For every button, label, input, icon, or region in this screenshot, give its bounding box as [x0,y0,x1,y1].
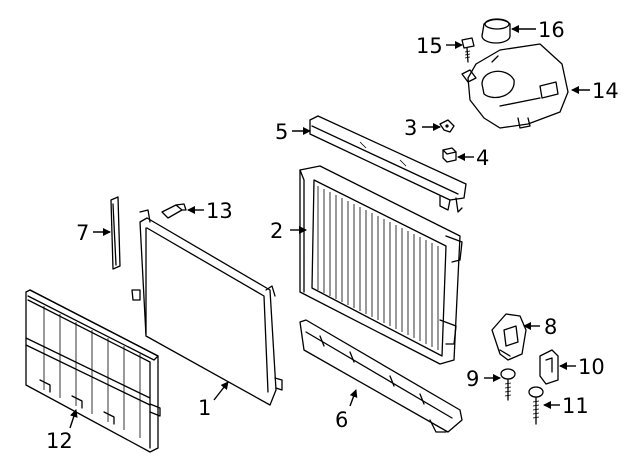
part-11-bolt [528,386,544,425]
part-14-expansion-tank [461,43,569,129]
callout-11: 11 [562,394,589,418]
callout-13: 13 [206,199,233,223]
callout-labels: 1 2 3 4 5 6 7 8 9 10 11 12 13 14 15 16 [46,18,619,453]
leader-1 [213,381,229,401]
leader-12 [69,409,78,429]
callout-2: 2 [270,219,283,243]
part-3-bracket [439,119,455,133]
callout-14: 14 [592,79,619,103]
callout-9: 9 [466,367,479,391]
part-8-bracket [491,313,527,361]
callout-7: 7 [76,221,89,245]
callout-4: 4 [476,146,489,170]
callout-8: 8 [544,315,557,339]
part-9-bolt [500,368,516,401]
part-12-grille [25,289,161,453]
callout-1: 1 [198,396,211,420]
callout-16: 16 [538,18,565,42]
leader-6 [349,389,358,407]
part-13-sensor [161,203,187,219]
callout-12: 12 [46,429,73,453]
callout-6: 6 [335,408,348,432]
part-10-clip [539,349,559,385]
leader-lines [69,25,590,429]
part-7-seal-strip [110,196,121,270]
part-1-condenser [131,209,283,406]
part-16-cap [481,18,511,44]
part-6-lower-deflector [299,319,463,433]
part-2-radiator [299,165,463,365]
callout-10: 10 [578,355,605,379]
callout-5: 5 [275,120,288,144]
callout-15: 15 [416,34,443,58]
part-4-rubber-mount [442,147,457,163]
part-15-bolt [461,37,475,63]
callout-3: 3 [404,116,417,140]
